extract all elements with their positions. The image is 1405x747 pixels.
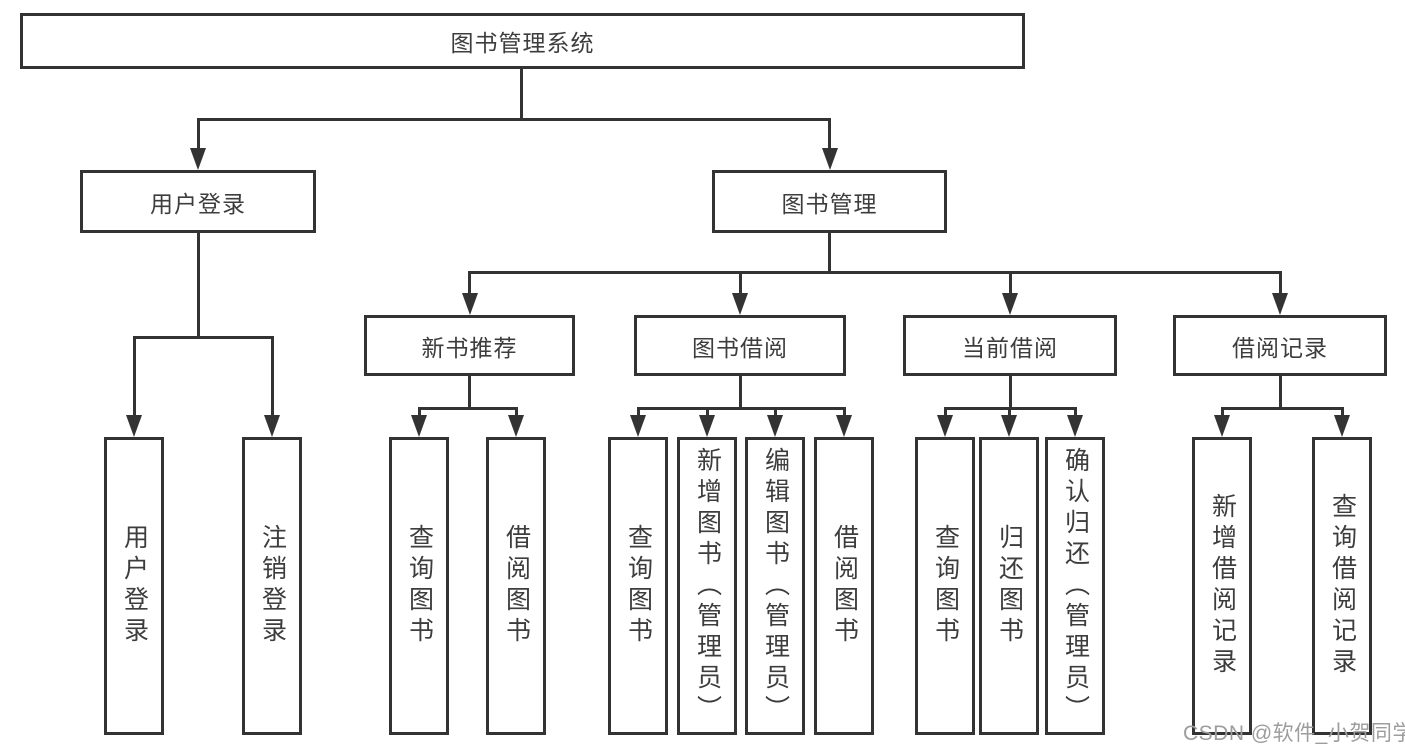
node-library-management-system: 图书管理系统: [20, 13, 1025, 69]
connector-current-borrow-stem: [1008, 376, 1012, 407]
node-book-management: 图书管理: [712, 170, 947, 233]
leaf-query-books: 查询图书: [608, 437, 668, 735]
connector-user-login-bar: [132, 336, 273, 339]
connector-book-borrow-stem: [738, 376, 742, 407]
leaf-query-books: 查询图书: [389, 437, 449, 735]
connector-drop: [468, 271, 471, 295]
node-current-borrowing: 当前借阅: [903, 315, 1117, 376]
connector-drop: [1340, 407, 1344, 417]
node-new-book-recommendation: 新书推荐: [364, 315, 575, 376]
arrow-down-icon: [836, 415, 852, 437]
leaf-query-borrow-record: 查询借阅记录: [1312, 437, 1372, 735]
arrow-down-icon: [411, 415, 427, 437]
connector-new-book-bar: [417, 407, 518, 410]
leaf-confirm-return-admin: 确认归还（管理员）: [1045, 437, 1105, 735]
connector-drop: [773, 407, 777, 417]
arrow-down-icon: [126, 415, 142, 437]
connector-drop: [842, 407, 846, 417]
connector-root-stem: [520, 69, 523, 118]
connector-drop: [270, 336, 274, 415]
leaf-borrow-books: 借阅图书: [486, 437, 546, 735]
leaf-user-login: 用户登录: [104, 437, 164, 735]
connector-drop: [132, 336, 136, 415]
arrow-down-icon: [190, 148, 206, 170]
connector-level2-bar: [196, 118, 831, 121]
connector-drop-user-login: [196, 118, 200, 150]
connector-drop: [705, 407, 709, 417]
connector-book-borrow-bar: [636, 407, 846, 410]
arrow-down-icon: [1002, 293, 1018, 315]
connector-borrow-record-stem: [1278, 376, 1282, 407]
arrow-down-icon: [461, 293, 478, 315]
connector-drop: [1220, 407, 1224, 417]
leaf-add-borrow-record: 新增借阅记录: [1192, 437, 1252, 735]
connector-drop: [417, 407, 421, 417]
connector-new-book-stem: [468, 376, 471, 407]
connector-drop: [514, 407, 518, 417]
arrow-down-icon: [767, 415, 783, 437]
arrow-down-icon: [1334, 415, 1350, 437]
leaf-query-books: 查询图书: [915, 437, 975, 735]
connector-drop: [636, 407, 640, 417]
arrow-down-icon: [630, 415, 646, 437]
arrow-down-icon: [1067, 415, 1083, 437]
connector-user-login-stem: [196, 233, 200, 336]
connector-drop: [1278, 271, 1282, 295]
connector-level3-bar: [468, 271, 1280, 274]
csdn-watermark: CSDN @软件_小贺同学: [1183, 722, 1405, 745]
node-borrowing-records: 借阅记录: [1173, 315, 1387, 376]
connector-drop-book-management: [828, 118, 831, 150]
connector-drop: [1008, 271, 1012, 295]
node-book-borrowing: 图书借阅: [634, 315, 846, 376]
connector-drop: [943, 407, 947, 417]
leaf-return-books: 归还图书: [979, 437, 1039, 735]
connector-drop: [1007, 407, 1011, 417]
arrow-down-icon: [1214, 415, 1230, 437]
connector-drop: [1073, 407, 1077, 417]
connector-borrow-record-bar: [1220, 407, 1344, 410]
arrow-down-icon: [1001, 415, 1017, 437]
arrow-down-icon: [821, 148, 838, 170]
arrow-down-icon: [732, 293, 748, 315]
arrow-down-icon: [264, 415, 280, 437]
connector-book-management-stem: [828, 233, 831, 271]
leaf-logout: 注销登录: [242, 437, 302, 735]
leaf-edit-books-admin: 编辑图书（管理员）: [745, 437, 805, 735]
connector-drop: [738, 271, 742, 295]
arrow-down-icon: [937, 415, 953, 437]
node-user-login: 用户登录: [80, 170, 316, 233]
leaf-borrow-books: 借阅图书: [814, 437, 874, 735]
arrow-down-icon: [1272, 293, 1288, 315]
arrow-down-icon: [508, 415, 524, 437]
arrow-down-icon: [699, 415, 715, 437]
leaf-add-books-admin: 新增图书（管理员）: [677, 437, 737, 735]
